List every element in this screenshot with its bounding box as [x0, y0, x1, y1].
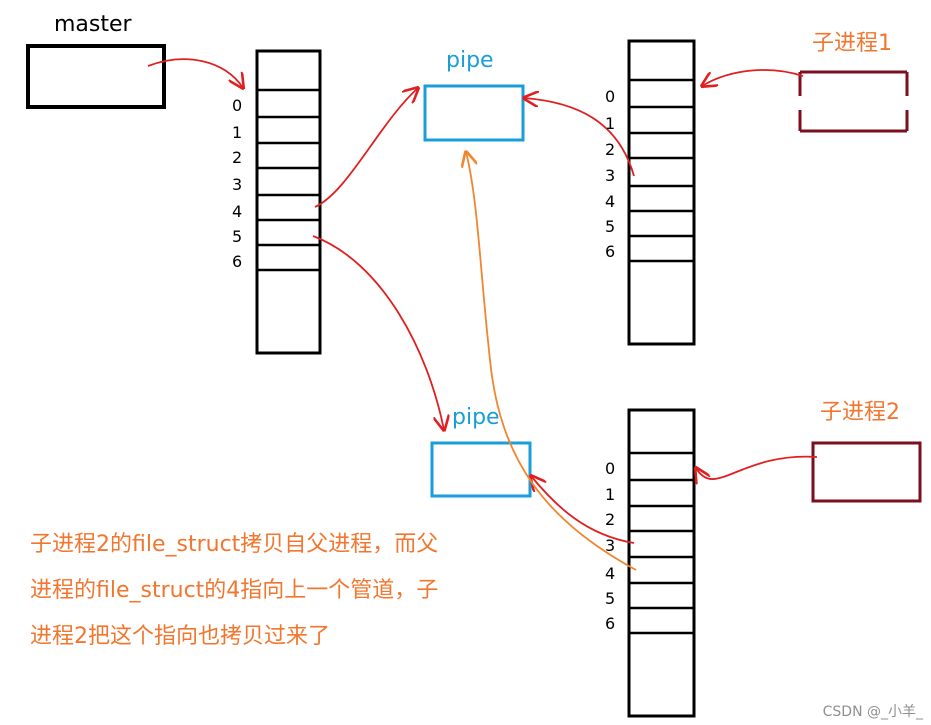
child1-process-box	[798, 70, 909, 133]
master-label: master	[54, 12, 132, 37]
fd-index: 2	[605, 510, 616, 529]
arrow-child2-to-fdtable	[696, 455, 818, 479]
arrow-fd5-to-pipe-bottom	[312, 235, 444, 430]
child2-process-box	[811, 441, 922, 503]
fd-index: 3	[605, 166, 616, 185]
fd-index: 3	[232, 175, 243, 194]
pipe-bottom-box	[430, 441, 532, 498]
arrow-master-to-fdtable	[147, 58, 243, 88]
fd-index: 6	[605, 242, 616, 261]
arrow-child1-to-fdtable	[702, 69, 804, 86]
fd-index: 2	[232, 148, 243, 167]
pipe-bottom-label: pipe	[452, 405, 500, 430]
fd-index: 0	[605, 459, 616, 478]
fd-index: 6	[605, 614, 616, 633]
master-process-box	[26, 44, 166, 109]
fd-index: 0	[605, 87, 616, 106]
child2-fd-table	[627, 408, 696, 718]
fd-index: 1	[605, 114, 616, 133]
pipe-top-box	[423, 84, 525, 142]
master-fd-table	[255, 49, 322, 355]
fd-index: 6	[232, 252, 243, 271]
fd-index: 4	[605, 564, 616, 583]
child2-label: 子进程2	[820, 400, 900, 425]
fd-index: 4	[232, 202, 243, 221]
fd-index: 5	[605, 589, 616, 608]
fd-index: 5	[232, 227, 243, 246]
watermark: CSDN @_小羊_	[822, 704, 923, 720]
arrow-child2-fd4-to-pipe-top	[466, 152, 637, 571]
fd-index: 2	[605, 140, 616, 159]
pipe-top-label: pipe	[446, 48, 494, 73]
fd-index: 1	[232, 123, 243, 142]
fd-index: 5	[605, 217, 616, 236]
arrow-fd4-to-pipe-top	[314, 88, 418, 208]
child1-fd-table	[627, 39, 696, 346]
arrow-child2-fd3-to-pipe-bottom	[531, 476, 635, 544]
explanation-note: 子进程2的file_struct拷贝自父进程，而父进程的file_struct的…	[30, 532, 439, 649]
arrow-child1-fd3-to-pipe-top	[524, 98, 635, 177]
fd-index: 4	[605, 192, 616, 211]
child1-label: 子进程1	[812, 31, 892, 56]
fd-index: 1	[605, 485, 616, 504]
fd-index: 0	[232, 96, 243, 115]
fd-index: 3	[605, 536, 616, 555]
